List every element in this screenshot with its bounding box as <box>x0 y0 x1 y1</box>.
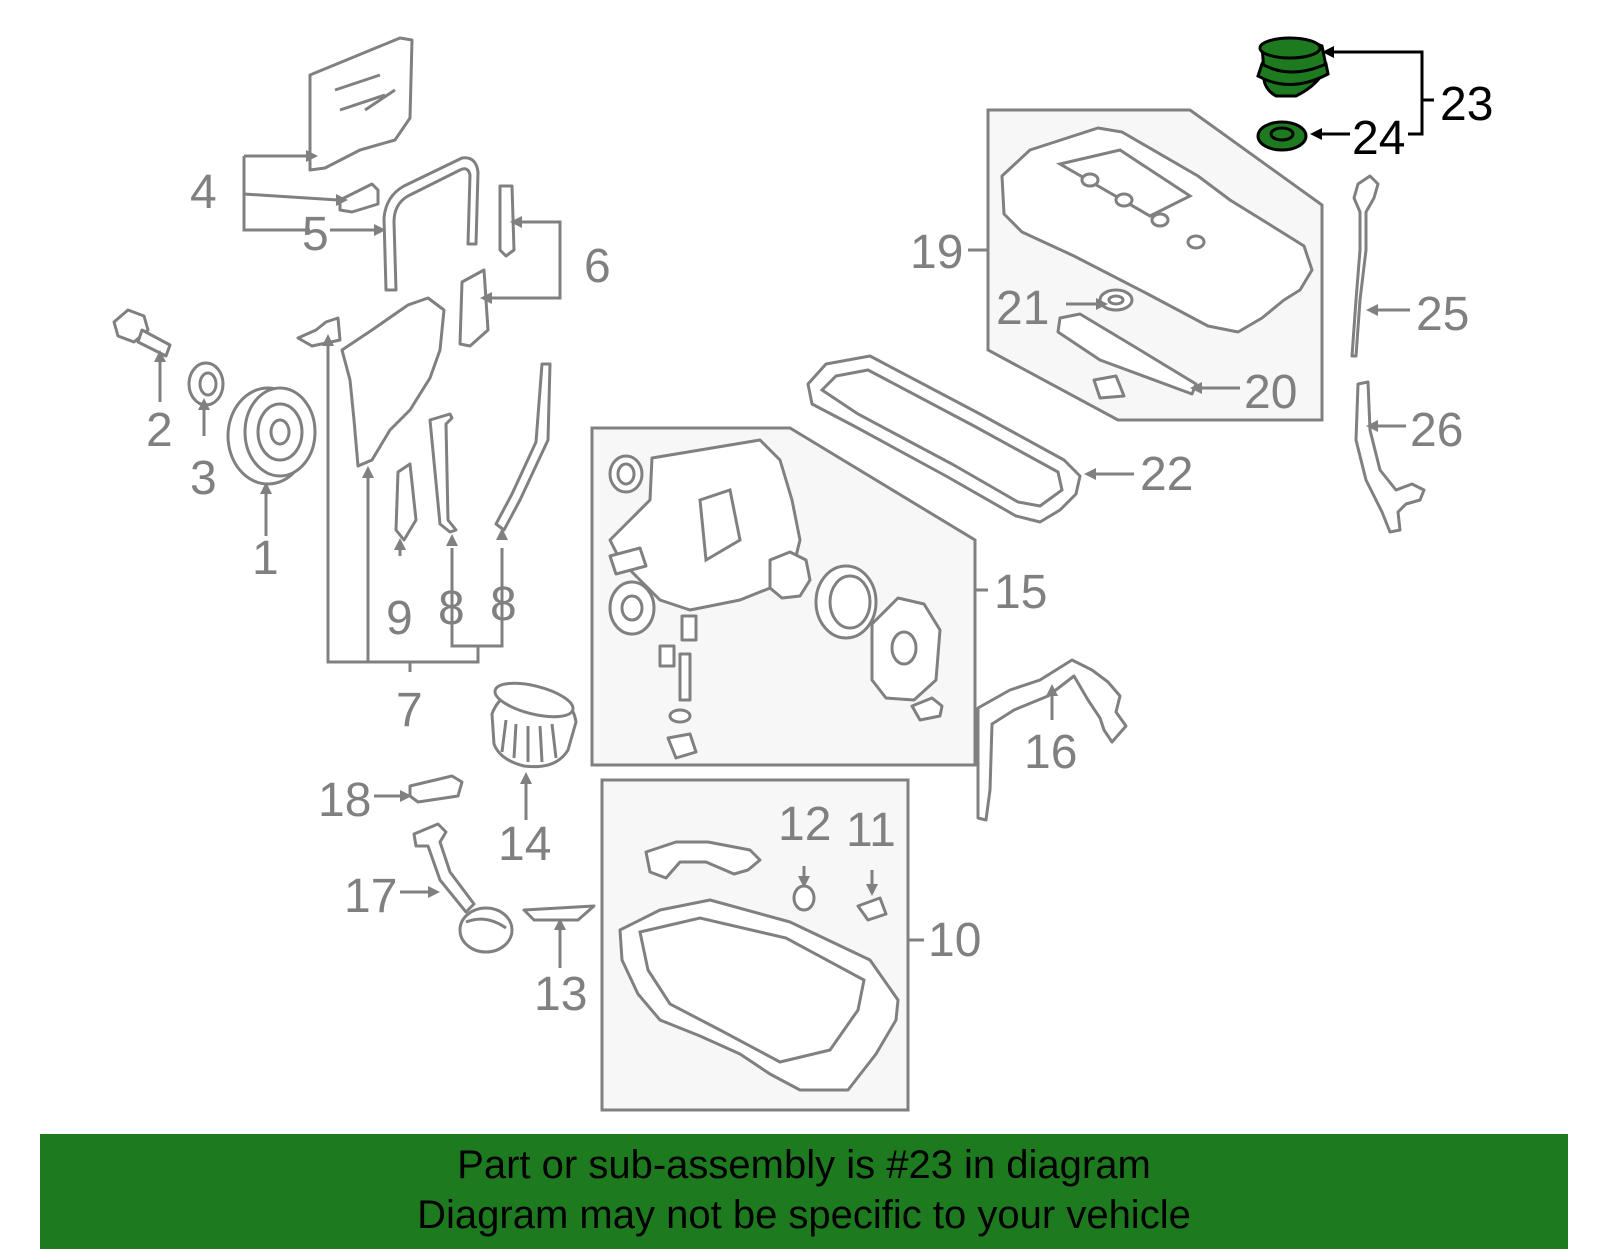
washer-part <box>187 361 225 407</box>
callout-9: 9 <box>386 592 413 645</box>
callout-17: 17 <box>344 870 397 923</box>
callout-7: 7 <box>396 684 423 737</box>
valve-cover-part <box>1000 126 1314 334</box>
callout-21: 21 <box>996 282 1049 335</box>
cover-seal-part-upper <box>498 184 516 258</box>
callout-3: 3 <box>190 452 217 505</box>
cover-strip-part-8a <box>428 412 458 534</box>
callout-25: 25 <box>1416 288 1469 341</box>
callout-5: 5 <box>302 208 329 261</box>
callout-15: 15 <box>994 566 1047 619</box>
callout-13: 13 <box>534 968 587 1021</box>
part-notice-banner: Part or sub-assembly is #23 in diagram D… <box>40 1134 1568 1249</box>
cover-strip-part-8b <box>494 362 552 532</box>
callout-8a: 8 <box>438 582 465 635</box>
callout-26: 26 <box>1410 404 1463 457</box>
rear-cover-gasket-part <box>976 658 1128 822</box>
lower-timing-cover-part <box>340 296 446 468</box>
callout-20: 20 <box>1244 366 1297 419</box>
callout-24: 24 <box>1352 112 1405 165</box>
oil-filter-part <box>490 681 578 769</box>
callout-2: 2 <box>146 404 173 457</box>
gasket-part-18 <box>408 774 464 804</box>
callout-23: 23 <box>1440 78 1493 131</box>
callout-4: 4 <box>190 166 217 219</box>
callout-12: 12 <box>778 798 831 851</box>
callout-11: 11 <box>846 804 896 857</box>
small-bracket-part-20b <box>1092 374 1126 400</box>
crank-pulley-part <box>226 386 317 486</box>
dipstick-tube-part-26 <box>1354 380 1426 534</box>
oil-pump-assembly-part <box>608 438 944 760</box>
small-gasket-part <box>296 316 342 348</box>
callout-labels: 1 2 3 4 5 6 7 8 8 9 10 11 12 13 14 15 16… <box>146 78 1493 1021</box>
baffle-part-13 <box>522 904 596 922</box>
filler-cap-seal-highlighted-part <box>1256 120 1308 152</box>
callout-6: 6 <box>584 240 611 293</box>
bracket-part <box>338 182 380 214</box>
callout-8b: 8 <box>490 578 517 631</box>
dipstick-part-25 <box>1350 174 1380 358</box>
leader-lines <box>154 150 1410 968</box>
callout-10: 10 <box>928 914 981 967</box>
callout-18: 18 <box>318 774 371 827</box>
banner-line-part-number: Part or sub-assembly is #23 in diagram <box>457 1143 1151 1187</box>
callout-22: 22 <box>1140 448 1193 501</box>
oil-pickup-part <box>412 822 514 954</box>
callout-16: 16 <box>1024 726 1077 779</box>
callout-19: 19 <box>910 226 963 279</box>
callout-1: 1 <box>252 532 279 585</box>
cover-seal-part-lower <box>458 268 490 348</box>
valve-cover-gasket-part <box>806 354 1082 524</box>
highlight-leader-lines <box>1310 46 1434 140</box>
upper-timing-cover-part <box>308 36 414 172</box>
washer-part-21 <box>1098 288 1134 312</box>
cover-strip-part-9 <box>394 462 418 542</box>
callout-14: 14 <box>498 818 551 871</box>
timing-belt-part <box>382 156 480 292</box>
banner-line-disclaimer: Diagram may not be specific to your vehi… <box>417 1193 1191 1237</box>
oil-pan-part <box>618 840 900 1092</box>
oil-filler-cap-highlighted-part <box>1256 36 1330 98</box>
pulley-bolt-part <box>112 308 172 358</box>
valve-cover-gasket-inner <box>819 368 1064 508</box>
